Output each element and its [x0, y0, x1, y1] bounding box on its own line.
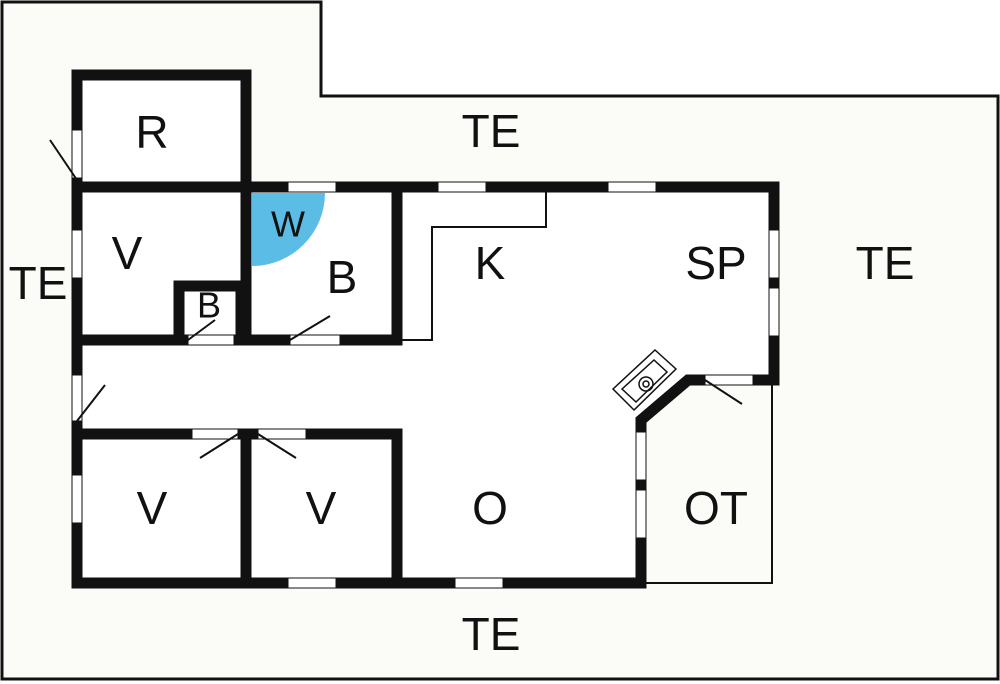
label-covered-terrace: OT	[684, 482, 748, 534]
kitchen-counter	[400, 192, 547, 341]
label-living: O	[472, 482, 508, 534]
label-dining: SP	[685, 237, 746, 289]
label-bathroom-large: B	[327, 251, 358, 303]
door-swings	[49, 139, 743, 459]
label-terrace-bottom: TE	[462, 608, 521, 660]
label-storage: R	[135, 106, 168, 158]
fireplace-icon	[611, 348, 678, 412]
label-whirlpool: W	[271, 204, 305, 245]
label-terrace-top: TE	[462, 105, 521, 157]
label-terrace-right: TE	[856, 237, 915, 289]
label-bedroom-upper-left: V	[112, 227, 143, 279]
whirlpool-tub	[252, 193, 325, 266]
label-bathroom-small: B	[197, 285, 221, 326]
label-kitchen: K	[475, 237, 506, 289]
label-bedroom-lower-middle: V	[306, 482, 337, 534]
label-terrace-left: TE	[9, 257, 68, 309]
label-bedroom-lower-left: V	[137, 482, 168, 534]
windows	[71, 129, 780, 589]
